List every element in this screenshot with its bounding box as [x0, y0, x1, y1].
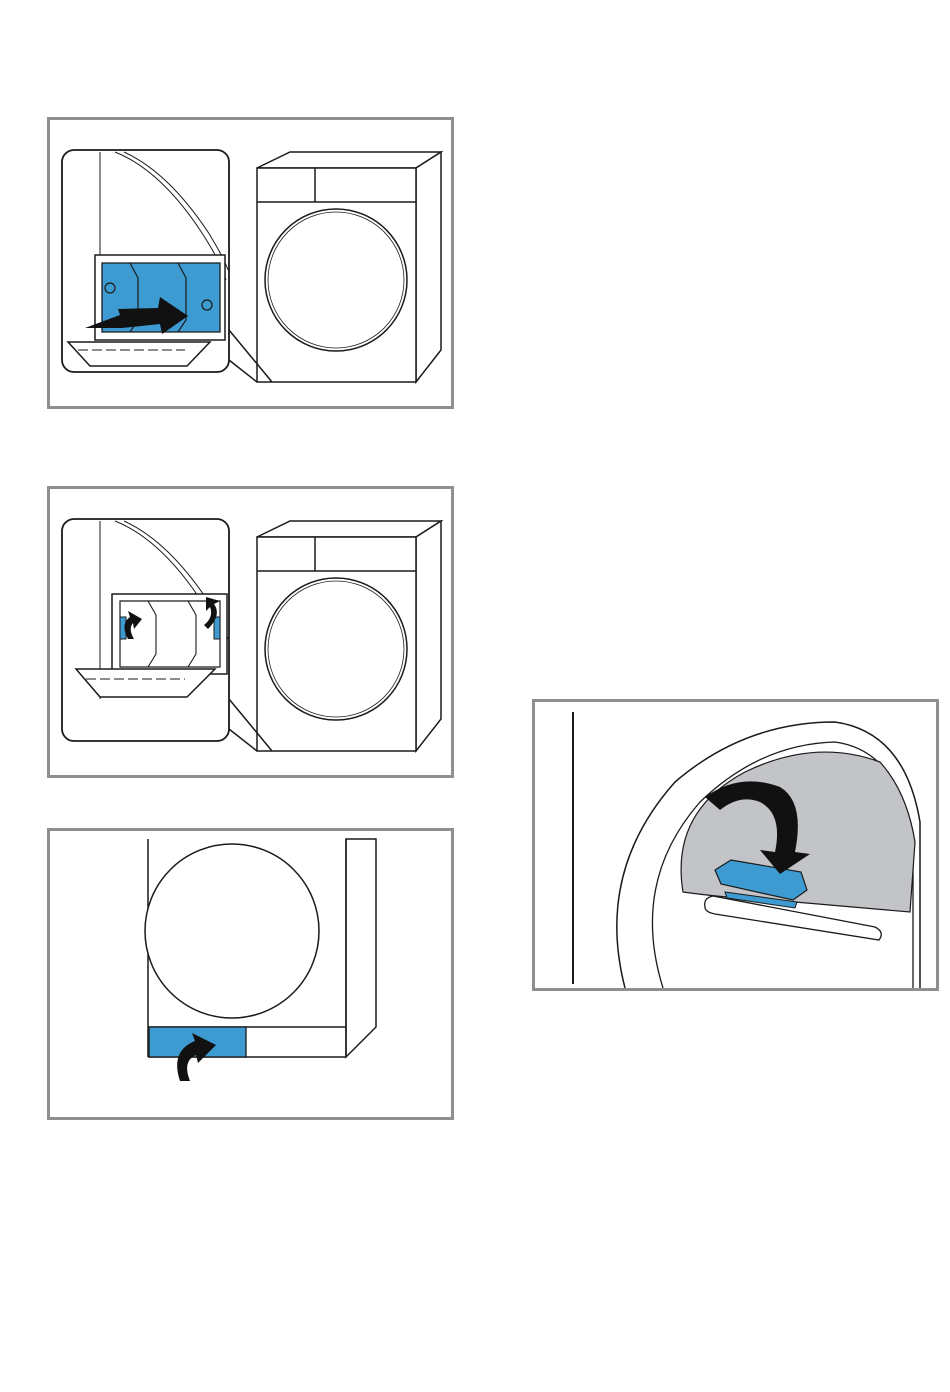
flap-close-illustration — [50, 831, 451, 1117]
dryer-front-view — [257, 521, 441, 751]
figure-insert-fluff-filter — [532, 699, 939, 991]
lever-lock-illustration — [50, 489, 451, 775]
figure-close-maintenance-flap — [47, 828, 454, 1120]
dryer-front-view — [257, 152, 441, 382]
detail-callout — [62, 150, 229, 372]
detail-callout — [62, 519, 229, 741]
figure-lock-levers — [47, 486, 454, 778]
figure-insert-condenser — [47, 117, 454, 409]
dryer-front-view — [145, 839, 376, 1057]
condenser-block — [120, 601, 220, 667]
condenser-insert-illustration — [50, 120, 451, 406]
fluff-filter-illustration — [535, 702, 936, 988]
